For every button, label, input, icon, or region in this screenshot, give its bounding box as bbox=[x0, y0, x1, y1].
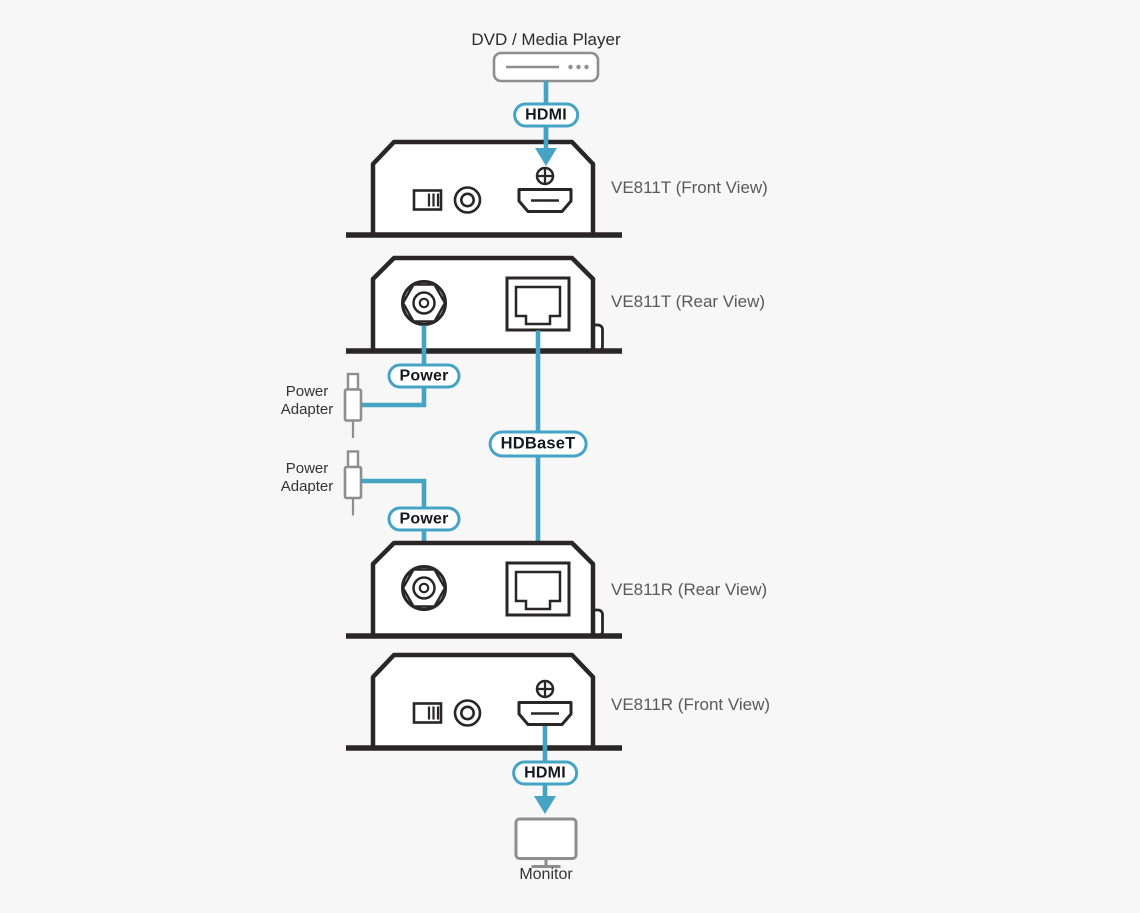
power-jack-icon bbox=[401, 565, 447, 611]
sink-device-label: Monitor bbox=[519, 866, 573, 883]
device-label-ve811r-front: VE811R (Front View) bbox=[611, 695, 771, 714]
power-jack-nut bbox=[401, 283, 447, 323]
power-cable-badge-bottom: Power bbox=[387, 506, 461, 532]
media-player-dot bbox=[584, 64, 589, 70]
media-player-dot bbox=[576, 64, 581, 70]
hdmi-cable-badge-top: HDMI bbox=[513, 102, 579, 128]
device-ve811t-rear bbox=[346, 255, 622, 354]
device-ve811t-front bbox=[346, 139, 622, 238]
adapter-plug-tip bbox=[346, 450, 360, 469]
monitor-screen bbox=[514, 817, 578, 860]
device-ve811r-front bbox=[346, 652, 622, 751]
device-label-ve811t-front: VE811T (Front View) bbox=[611, 178, 768, 197]
power-adapter-label-line2: Adapter bbox=[280, 400, 334, 418]
device-label-ve811t-rear: VE811T (Rear View) bbox=[611, 292, 766, 311]
power-jack-pin bbox=[418, 297, 430, 309]
power-adapter-label-line1: Power bbox=[285, 383, 329, 400]
rj45-port-inner bbox=[514, 285, 562, 326]
power-adapter-label-2: Power Adapter bbox=[281, 460, 334, 495]
media-player-icon bbox=[492, 51, 600, 83]
power-adapter-label-1: Power Adapter bbox=[281, 383, 334, 418]
power-jack-pin bbox=[418, 582, 430, 594]
power-adapter-icon-2 bbox=[343, 450, 363, 516]
hdbaset-cable-badge: HDBaseT bbox=[488, 430, 588, 458]
rj45-port-inner bbox=[514, 570, 562, 611]
power-cable-badge-top: Power bbox=[387, 363, 461, 389]
adapter-body bbox=[343, 465, 363, 500]
power-jack-icon bbox=[401, 280, 447, 326]
power-jack-nut bbox=[401, 568, 447, 608]
device-ve811r-rear bbox=[346, 540, 622, 639]
hdmi-cable-badge-bottom: HDMI bbox=[512, 760, 578, 786]
led-indicator-inner bbox=[459, 705, 475, 721]
power-adapter-label-line1: Power bbox=[285, 460, 329, 477]
power-cable-top bbox=[361, 325, 427, 408]
monitor-icon bbox=[514, 817, 578, 868]
power-adapter-label-line2: Adapter bbox=[280, 477, 334, 495]
adapter-plug-tip bbox=[346, 372, 360, 391]
power-adapter-icon-1 bbox=[343, 372, 363, 438]
power-cable-bottom bbox=[361, 478, 427, 567]
power-jack-ring bbox=[412, 291, 436, 315]
hdmi-arrow-top bbox=[535, 148, 557, 166]
led-indicator-inner bbox=[459, 192, 475, 208]
hdmi-arrow-bottom bbox=[534, 796, 556, 814]
media-player-dot bbox=[568, 64, 573, 70]
adapter-body bbox=[343, 388, 363, 422]
device-label-ve811r-rear: VE811R (Rear View) bbox=[611, 580, 768, 599]
power-jack-ring bbox=[412, 576, 436, 600]
source-device-label: DVD / Media Player bbox=[471, 30, 621, 49]
